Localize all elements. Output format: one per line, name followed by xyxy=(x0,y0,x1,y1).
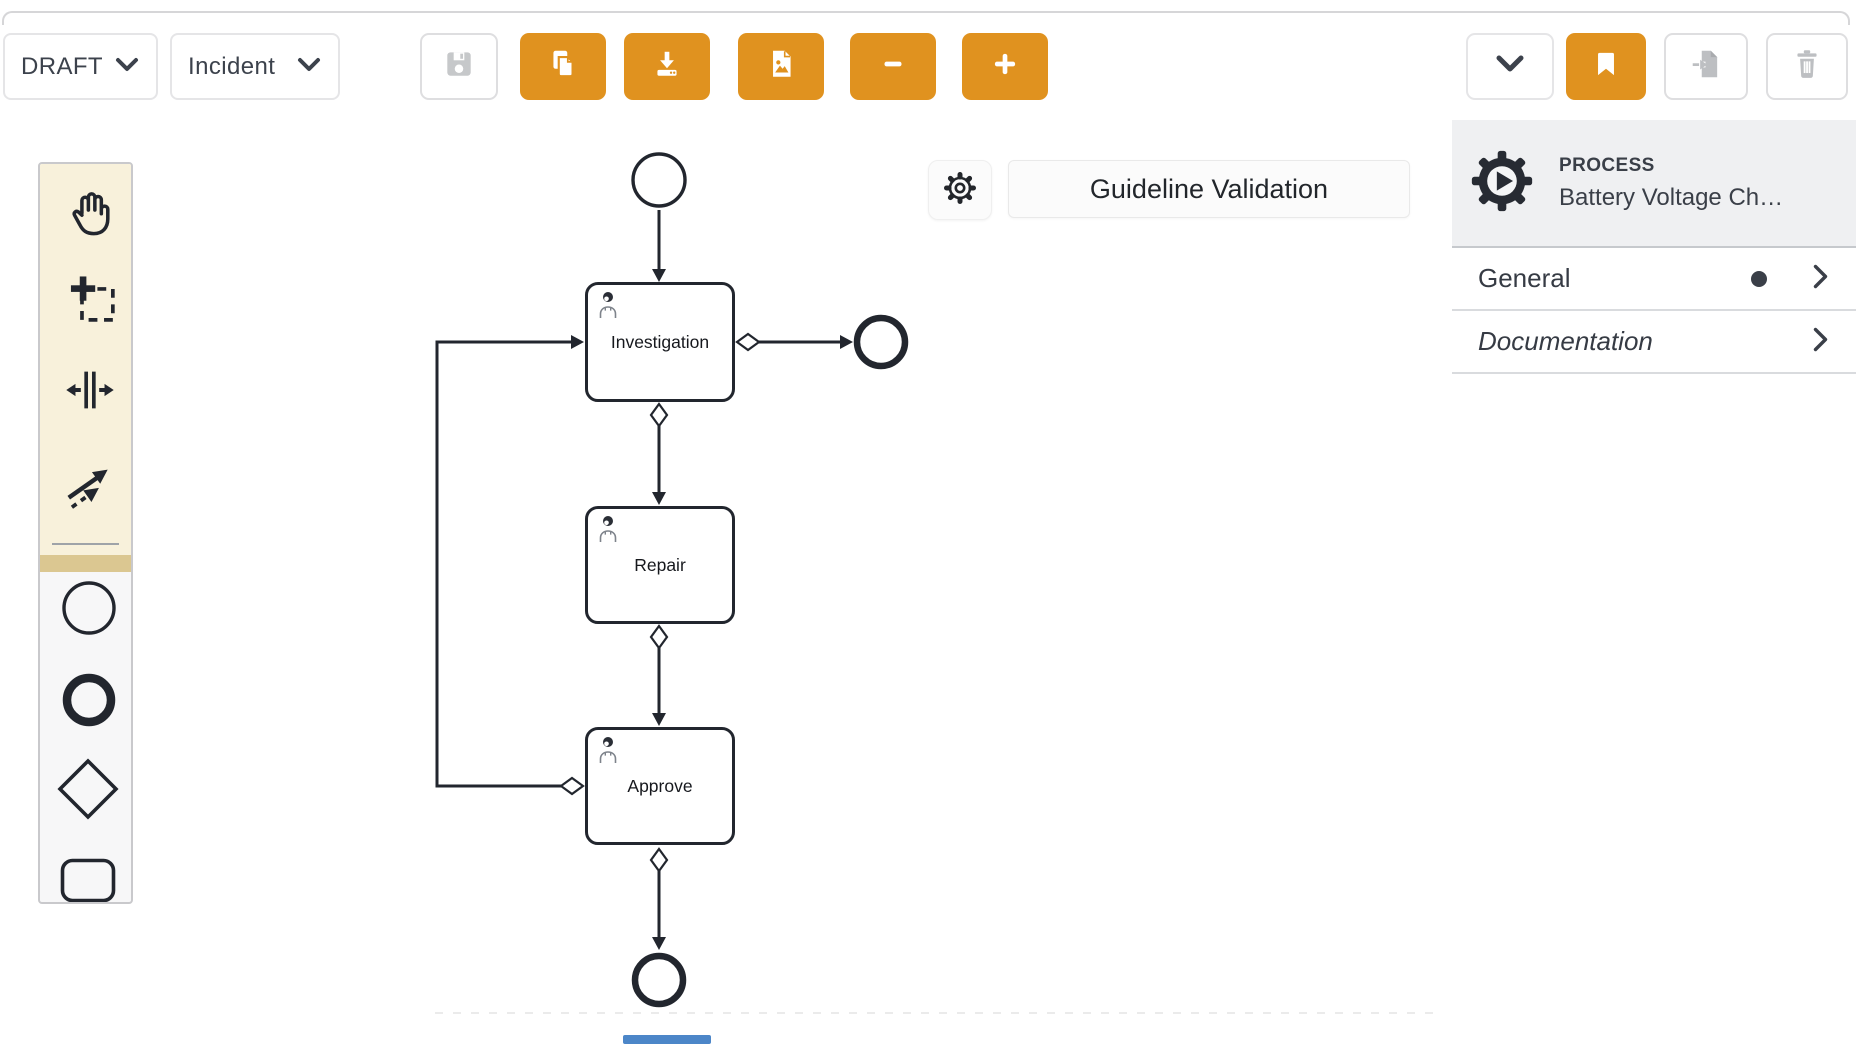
task-shape xyxy=(60,858,116,902)
user-task-approve[interactable]: Approve xyxy=(585,727,735,845)
start-event-shape xyxy=(61,581,117,640)
image-export-icon xyxy=(764,47,798,86)
gear-icon xyxy=(942,170,978,211)
end-event-bottom[interactable] xyxy=(631,952,687,1008)
lasso-tool-icon xyxy=(68,276,118,332)
lasso-tool[interactable] xyxy=(68,272,118,333)
process-name-value: Guideline Validation xyxy=(1089,173,1329,204)
status-dropdown-label: DRAFT xyxy=(21,52,103,80)
panel-section-general[interactable]: General xyxy=(1452,248,1856,311)
export-document-icon xyxy=(1689,47,1723,86)
global-connect-tool[interactable] xyxy=(64,456,118,519)
status-dot xyxy=(1751,270,1767,287)
panel-collapse-button[interactable] xyxy=(1466,33,1554,100)
gateway-shape xyxy=(57,758,119,824)
space-tool-icon xyxy=(64,371,116,420)
user-task-icon xyxy=(595,514,621,549)
type-dropdown[interactable]: Incident xyxy=(170,33,340,100)
chevron-down-icon xyxy=(1494,53,1526,80)
process-settings-button[interactable] xyxy=(928,160,992,220)
zoom-in-icon xyxy=(988,47,1022,86)
palette-divider-strip xyxy=(40,555,131,572)
save-icon xyxy=(442,47,476,86)
status-dropdown[interactable]: DRAFT xyxy=(3,33,158,100)
hand-tool[interactable] xyxy=(64,188,116,243)
zoom-out-icon xyxy=(876,47,910,86)
zoom-out-button[interactable] xyxy=(850,33,936,100)
sequence-flows[interactable] xyxy=(435,210,841,937)
type-dropdown-label: Incident xyxy=(188,52,276,80)
chevron-right-icon xyxy=(1811,263,1830,295)
image-export-button[interactable] xyxy=(738,33,824,100)
end-event-right[interactable] xyxy=(853,314,909,370)
save-button[interactable] xyxy=(420,33,498,100)
task-label: Repair xyxy=(634,554,686,575)
user-task-repair[interactable]: Repair xyxy=(585,506,735,624)
element-name: Battery Voltage Ch… xyxy=(1559,183,1784,211)
bookmark-button[interactable] xyxy=(1566,33,1646,100)
trash-icon xyxy=(1790,47,1824,86)
global-connect-icon xyxy=(64,469,118,518)
bookmark-icon xyxy=(1589,47,1623,86)
download-button[interactable] xyxy=(624,33,710,100)
copy-icon xyxy=(546,47,580,86)
task-label: Investigation xyxy=(610,331,710,352)
end-event-shape xyxy=(62,673,116,731)
zoom-in-button[interactable] xyxy=(962,33,1048,100)
export-document-button[interactable] xyxy=(1664,33,1748,100)
create-task[interactable] xyxy=(60,858,116,902)
create-gateway[interactable] xyxy=(57,758,119,825)
user-task-icon xyxy=(595,735,621,770)
space-tool[interactable] xyxy=(64,364,116,421)
flow-arrowheads xyxy=(571,269,853,950)
create-end-event[interactable] xyxy=(62,673,116,732)
panel-section-documentation[interactable]: Documentation xyxy=(1452,311,1856,374)
download-icon xyxy=(650,47,684,86)
panel-section-label: Documentation xyxy=(1478,326,1653,356)
start-event[interactable] xyxy=(631,152,687,208)
user-task-icon xyxy=(595,290,621,325)
hand-tool-icon xyxy=(64,192,116,242)
chevron-down-icon xyxy=(114,56,140,78)
element-type-label: PROCESS xyxy=(1559,154,1655,176)
process-gear-play-icon xyxy=(1471,149,1533,218)
properties-panel-header: PROCESS Battery Voltage Ch… xyxy=(1452,120,1856,248)
process-name-field[interactable]: Guideline Validation xyxy=(1008,160,1410,218)
chevron-down-icon xyxy=(296,56,322,78)
chevron-right-icon xyxy=(1811,326,1830,358)
element-palette xyxy=(38,162,133,904)
conditional-flow-markers xyxy=(559,332,761,873)
panel-section-label: General xyxy=(1478,263,1571,293)
palette-separator xyxy=(52,543,119,545)
task-label: Approve xyxy=(627,775,693,796)
canvas-scrollbar-thumb[interactable] xyxy=(623,1035,711,1044)
user-task-investigation[interactable]: Investigation xyxy=(585,282,735,402)
create-start-event[interactable] xyxy=(61,580,117,641)
app-top-border xyxy=(2,11,1850,25)
copy-button[interactable] xyxy=(520,33,606,100)
trash-button[interactable] xyxy=(1766,33,1848,100)
